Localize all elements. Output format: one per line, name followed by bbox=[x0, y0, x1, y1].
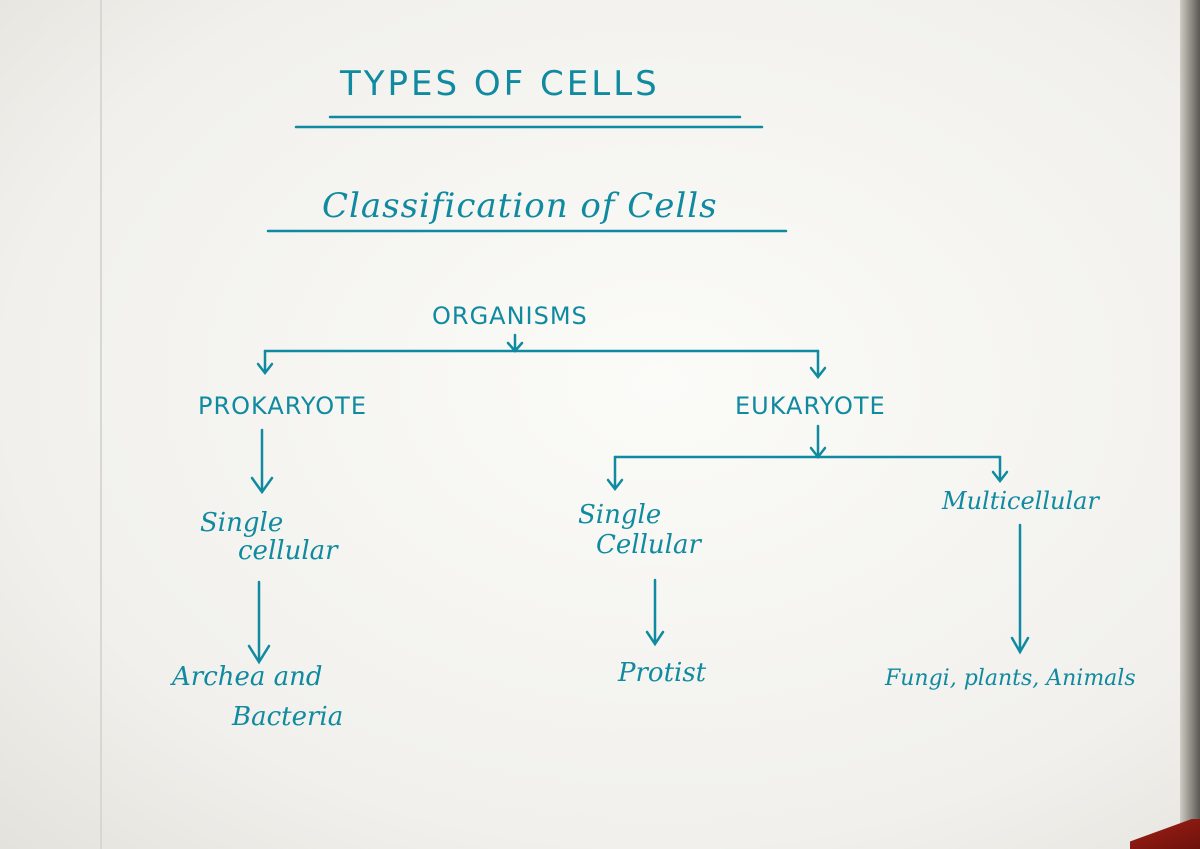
node-prok-single-line2: cellular bbox=[238, 536, 338, 566]
book-cover-corner bbox=[1130, 819, 1200, 849]
margin-line bbox=[100, 0, 102, 849]
node-fungi-plants-animals: Fungi, plants, Animals bbox=[885, 666, 1136, 691]
page-edge bbox=[1180, 0, 1200, 849]
node-euk-single-line1: Single bbox=[578, 500, 662, 530]
node-euk-single-line2: Cellular bbox=[596, 530, 701, 560]
node-organisms: ORGANISMS bbox=[432, 302, 588, 330]
node-archea-line2: Bacteria bbox=[232, 702, 344, 732]
node-prokaryote: PROKARYOTE bbox=[198, 392, 367, 420]
page-title: TYPES OF CELLS bbox=[340, 64, 660, 104]
node-multicellular: Multicellular bbox=[942, 487, 1099, 515]
node-archea-line1: Archea and bbox=[172, 662, 323, 692]
node-prok-single-line1: Single bbox=[200, 508, 284, 538]
node-eukaryote: EUKARYOTE bbox=[735, 392, 886, 420]
node-protist: Protist bbox=[618, 658, 707, 688]
page-subtitle: Classification of Cells bbox=[322, 186, 718, 226]
